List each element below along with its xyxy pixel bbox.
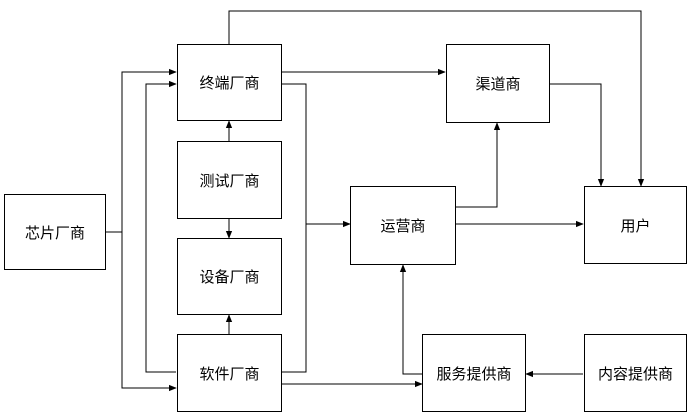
node-chip-label: 芯片厂商 [24,223,85,242]
node-terminal: 终端厂商 [177,44,282,121]
node-channel: 渠道商 [446,44,550,123]
node-user: 用户 [584,186,687,264]
node-terminal-label: 终端厂商 [199,74,260,92]
edge-operator-channel [456,122,501,208]
node-content: 内容提供商 [584,334,687,412]
node-equipment: 设备厂商 [177,238,282,315]
node-chip: 芯片厂商 [4,194,106,270]
edge-chip-software [121,232,177,392]
edge-terminal-operator [282,83,307,224]
node-service-label: 服务提供商 [436,364,512,383]
node-channel-label: 渠道商 [475,75,521,93]
node-software-label: 软件厂商 [199,364,260,383]
edge-software-operator [282,220,351,373]
edge-channel-user [550,83,605,187]
node-equipment-label: 设备厂商 [199,268,260,286]
edge-software-terminal [145,80,177,373]
node-content-label: 内容提供商 [597,364,673,383]
node-service: 服务提供商 [422,334,526,412]
edge-service-operator [399,264,422,375]
node-test-label: 测试厂商 [199,171,260,190]
node-software: 软件厂商 [177,334,282,412]
node-operator-label: 运营商 [380,217,426,235]
edge-terminal-user [228,10,645,187]
node-operator: 运营商 [350,186,456,265]
node-test: 测试厂商 [177,141,282,219]
edge-chip-terminal [106,68,177,233]
node-user-label: 用户 [620,216,651,235]
